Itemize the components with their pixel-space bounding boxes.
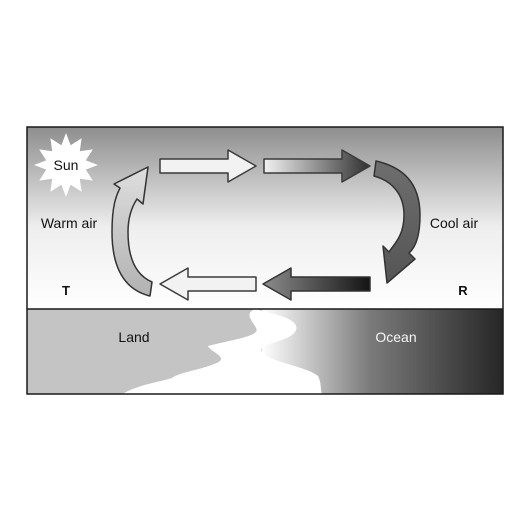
arrow-left-curve [111,166,153,297]
point-r-label: R [458,283,468,298]
ocean-label: Ocean [375,329,416,345]
arrow-right-curve [373,160,421,284]
shoreline [122,309,322,394]
sun-icon [34,133,98,197]
sky-area [27,127,503,309]
cool-air-label: Cool air [430,215,479,231]
arrow-top-right [263,149,371,183]
land-label: Land [118,329,149,345]
point-t-label: T [62,283,70,298]
diagram-frame [26,126,504,395]
sun-label: Sun [54,157,79,173]
arrow-top-left [159,149,257,183]
arrow-bottom-left [159,267,257,301]
arrow-bottom-right [262,267,371,301]
warm-air-label: Warm air [41,215,98,231]
